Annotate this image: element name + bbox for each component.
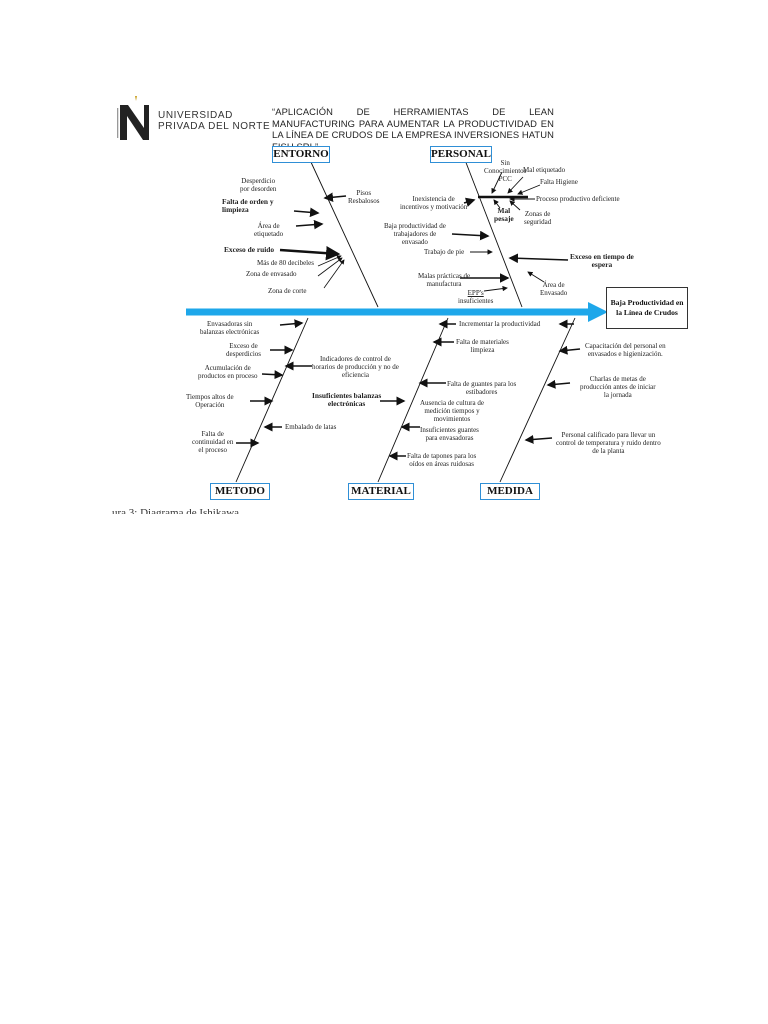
cause-mas-80-decibeles: Más de 80 decibeles (257, 259, 314, 267)
cause-mal-etiquetado: Mal etiquetado (523, 166, 566, 174)
category-medida: MEDIDA (480, 483, 540, 500)
cause-zona-corte: Zona de corte (268, 287, 307, 295)
bone-medida (499, 317, 576, 483)
cause-falta-higiene: Falta Higiene (540, 178, 578, 186)
effect-label: Baja Productividad en la Línea de Crudos (610, 298, 684, 317)
cause-proceso-deficiente: Proceso productivo deficiente (536, 195, 620, 203)
cause-exceso-ruido: Exceso de ruido (224, 245, 275, 254)
cause-zona-envasado: Zona de envasado (246, 270, 297, 278)
university-logo: UNIVERSIDAD PRIVADA DEL NORTE (116, 96, 270, 144)
effect-box: Baja Productividad en la Línea de Crudos (606, 287, 688, 329)
upn-logo-icon (117, 96, 149, 140)
category-personal: PERSONAL (430, 146, 492, 163)
bone-entorno (309, 159, 379, 308)
category-entorno: ENTORNO (272, 146, 330, 163)
spine-arrowhead (588, 302, 608, 322)
cause-embalado-latas: Embalado de latas (285, 423, 337, 431)
logo-line-2: PRIVADA DEL NORTE (158, 121, 271, 132)
category-material: MATERIAL (348, 483, 414, 500)
bone-personal (464, 159, 523, 308)
figure-caption: ura 3: Diagrama de Ishikawa (112, 507, 240, 514)
cause-trabajo-pie: Trabajo de pie (424, 248, 465, 256)
category-metodo: METODO (210, 483, 270, 500)
cause-incrementar-productividad: Incrementar la productividad (459, 320, 541, 328)
logo-line-1: UNIVERSIDAD (158, 110, 233, 121)
